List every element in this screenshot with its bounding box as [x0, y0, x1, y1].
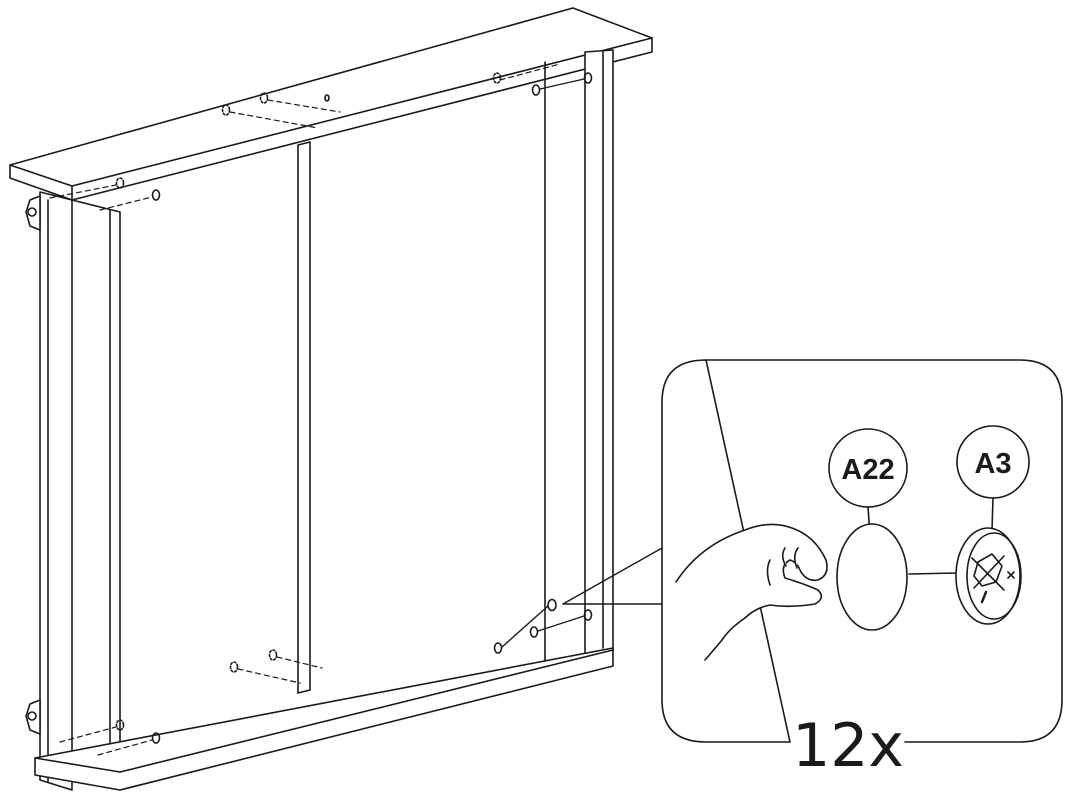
- cover-cap-icon: [836, 523, 908, 631]
- guide-lines: [49, 63, 561, 756]
- part-a22-text: A22: [841, 454, 894, 486]
- hinges: [25, 195, 41, 735]
- cabinet-frame: [9, 7, 653, 791]
- right-side-panel: [584, 49, 614, 656]
- quantity-text: 12x: [792, 711, 904, 781]
- bottom-panel: [34, 647, 614, 791]
- dowel-holes: [115, 72, 593, 744]
- hinge-bottom: [25, 699, 41, 735]
- middle-divider: [297, 141, 311, 694]
- screw-cap-icon: [955, 527, 1022, 625]
- part-a22-label: [828, 428, 908, 540]
- dowel-pins: [501, 78, 585, 648]
- cap-connector: [908, 572, 958, 575]
- left-front-edge: [71, 199, 121, 773]
- detail-callout: [661, 359, 1063, 743]
- callout-pointer: [562, 547, 663, 605]
- hand-icon: [675, 523, 828, 661]
- left-side-panel: [39, 191, 73, 791]
- top-panel: [9, 7, 653, 201]
- hinge-top: [25, 195, 41, 231]
- part-a3-text: A3: [974, 448, 1011, 480]
